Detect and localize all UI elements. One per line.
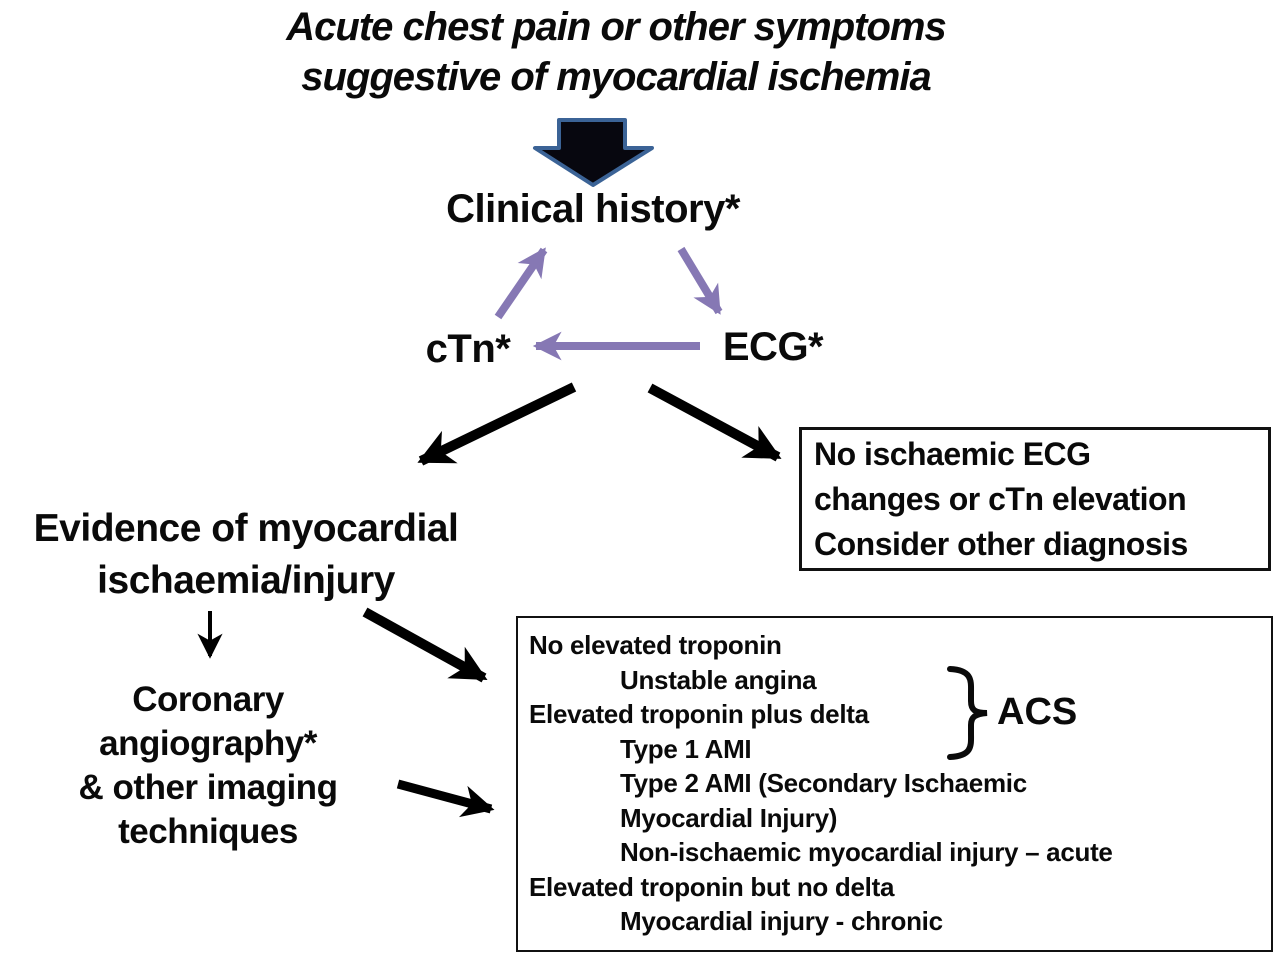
- node-evidence-of-ischaemia: Evidence of myocardial ischaemia/injury: [33, 507, 459, 602]
- arrow-to-no-ischaemic-box: [647, 383, 782, 462]
- outcome-line-non-ischaemic-acute: Non-ischaemic myocardial injury – acute: [620, 837, 1113, 867]
- outcome-line-myocardial-injury-paren: Myocardial Injury): [620, 802, 838, 833]
- outcome-line-injury-chronic: Myocardial injury - chronic: [620, 906, 943, 936]
- node-coronary-angiography: Coronary angiography* & other imaging te…: [78, 680, 338, 851]
- arrow-ctn-to-clinical-history: [494, 247, 548, 320]
- outcome-line-elevated-plus-delta: Elevated troponin plus delta: [529, 699, 869, 729]
- acs-label: ACS: [997, 691, 1078, 733]
- arrow-evidence-to-outcome-box: [362, 607, 488, 683]
- arrow-clinical-history-to-ecg: [677, 246, 723, 315]
- outcome-line-no-elevated-troponin: No elevated troponin: [529, 630, 782, 660]
- node-ecg: ECG*: [722, 325, 824, 369]
- no-ischaemic-ecg-box: No ischaemic ECG changes or cTn elevatio…: [799, 427, 1271, 571]
- diagram-title: Acute chest pain or other symptoms sugge…: [286, 5, 946, 99]
- outcome-line-unstable-angina: Unstable angina: [620, 664, 817, 695]
- troponin-outcome-box: No elevated troponin Unstable angina Ele…: [516, 616, 1273, 952]
- outcome-line-elevated-no-delta: Elevated troponin but no delta: [529, 871, 895, 902]
- node-ctn: cTn*: [425, 327, 511, 371]
- arrow-to-evidence: [417, 382, 577, 466]
- node-clinical-history: Clinical history*: [446, 187, 740, 231]
- outcome-line-type1-ami: Type 1 AMI: [620, 733, 752, 764]
- outcome-line-type2-ami: Type 2 AMI (Secondary Ischaemic: [620, 768, 1027, 798]
- arrow-coronary-to-outcome-box: [396, 779, 495, 818]
- down-block-arrow-icon: [533, 118, 654, 187]
